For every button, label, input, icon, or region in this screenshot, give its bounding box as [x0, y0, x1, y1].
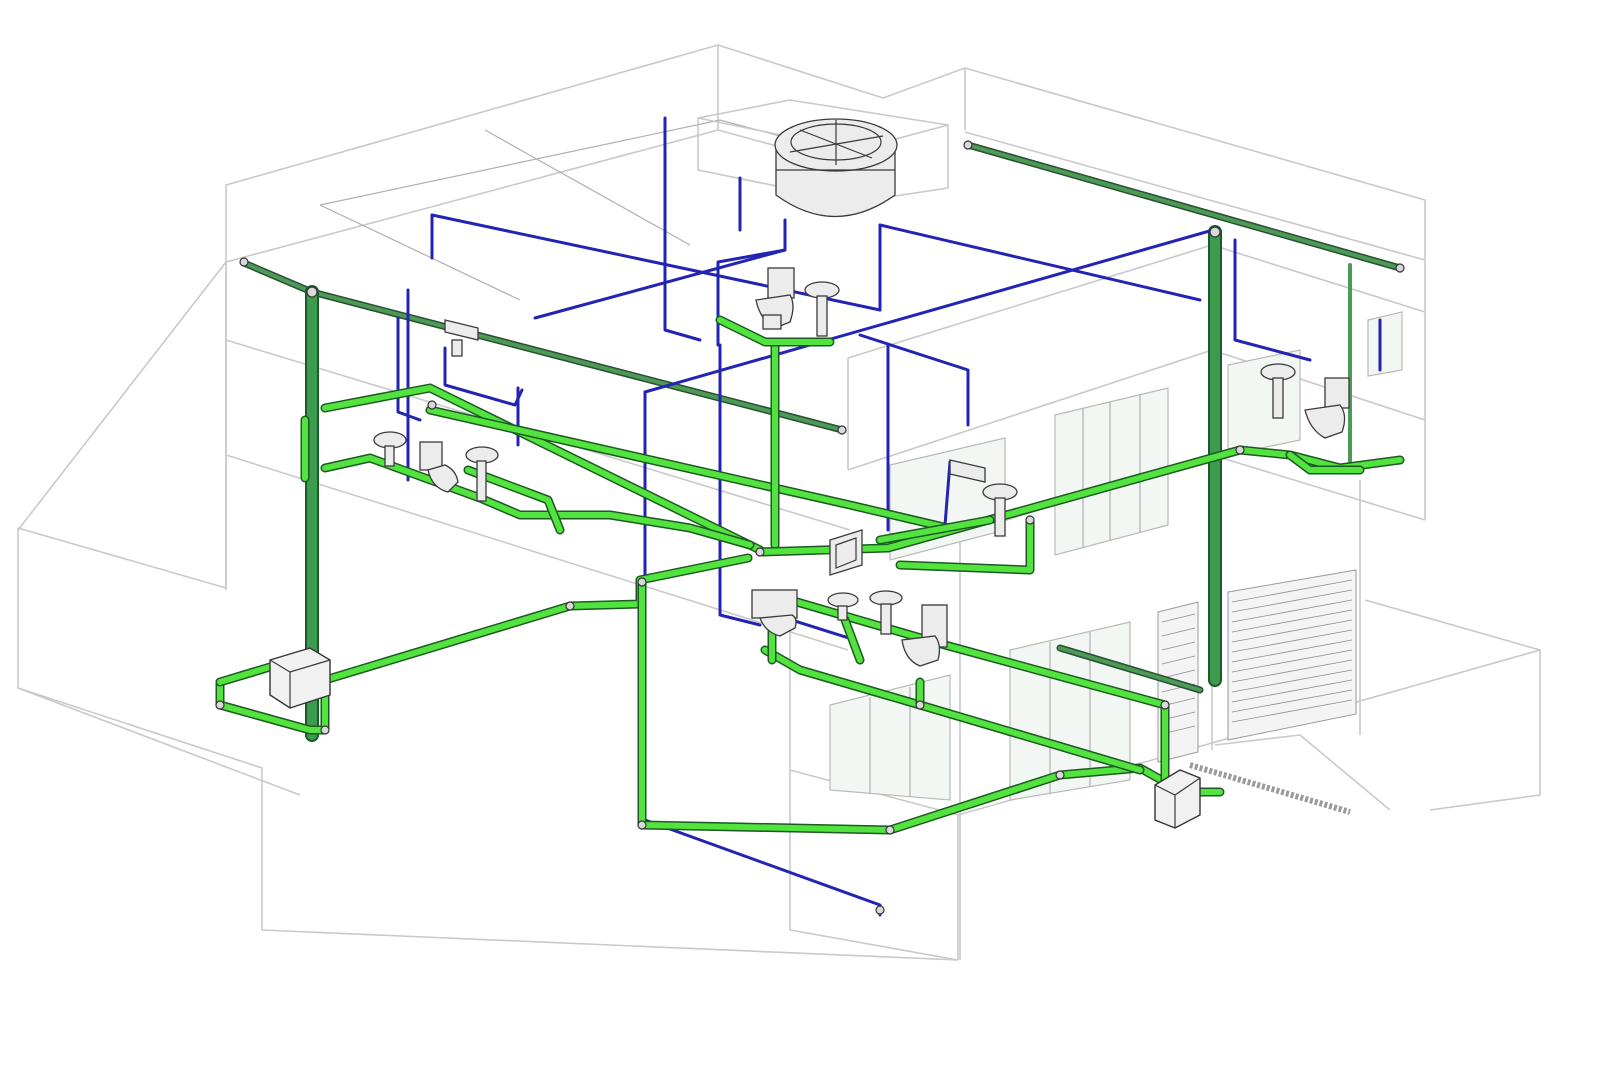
water-tank — [774, 118, 898, 218]
toilet-right-upper — [1304, 377, 1350, 439]
shutter-right — [1227, 569, 1357, 741]
washbasin-lower-center-2 — [869, 590, 903, 635]
washbasin-center-right — [982, 483, 1018, 537]
shower-frame — [829, 529, 863, 576]
sink-center-right — [949, 459, 986, 483]
toilet-upper-center — [755, 267, 795, 330]
inspection-box-right — [1154, 769, 1201, 829]
sewer-pipes — [215, 315, 1405, 835]
washbasin-left — [373, 431, 407, 467]
vent-pipes — [240, 141, 1404, 742]
pipe-fittings — [215, 140, 1405, 915]
toilet-lower-center — [751, 589, 798, 637]
sink-left — [444, 319, 479, 357]
washbasin-lower-center — [827, 592, 859, 621]
inspection-box-left — [269, 647, 331, 709]
washbasin-right-upper — [1260, 363, 1296, 419]
washbasin-upper-center — [804, 281, 840, 337]
washbasin-left-2 — [465, 446, 499, 502]
toilet-lower-right — [901, 604, 948, 667]
drain-grate — [1189, 762, 1351, 815]
toilet-left — [419, 441, 459, 493]
